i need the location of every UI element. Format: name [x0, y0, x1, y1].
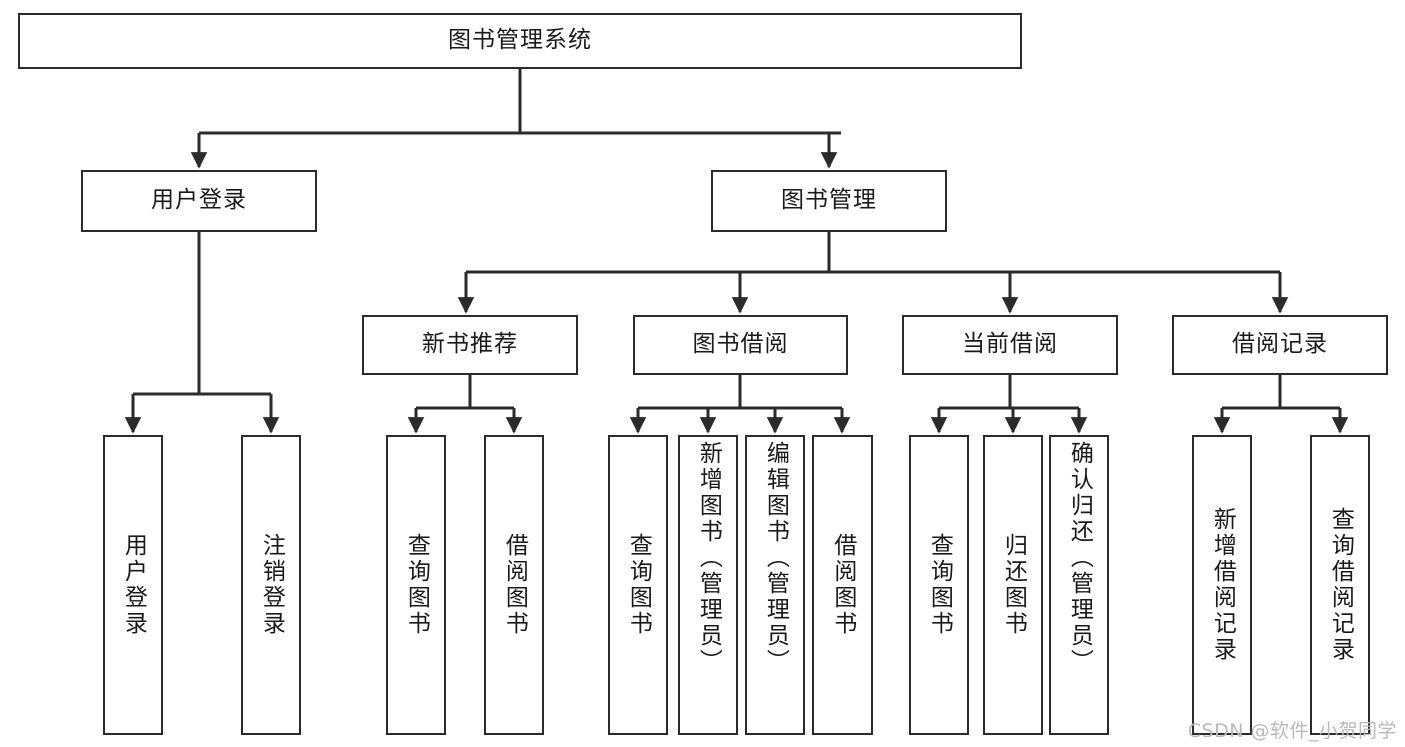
node-book-borrow-label: 图书借阅 — [692, 331, 789, 358]
node-leaf-query-record-label: 查询借阅记录 — [1327, 507, 1354, 663]
node-book-manage[interactable]: 图书管理 — [711, 170, 947, 232]
node-leaf-confirm-return[interactable]: 确认归还（管理员） — [1049, 435, 1109, 735]
node-user-login[interactable]: 用户登录 — [81, 170, 317, 232]
node-leaf-query-book-rec-label: 查询图书 — [403, 533, 430, 637]
node-borrow-record[interactable]: 借阅记录 — [1172, 315, 1388, 375]
node-leaf-borrow-book-label: 借阅图书 — [829, 533, 856, 637]
node-current-borrow-label: 当前借阅 — [962, 331, 1058, 358]
node-leaf-borrow-book-rec[interactable]: 借阅图书 — [484, 435, 544, 735]
node-leaf-query-book-cur[interactable]: 查询图书 — [909, 435, 969, 735]
node-leaf-confirm-return-label: 确认归还（管理员） — [1066, 441, 1093, 675]
node-book-borrow[interactable]: 图书借阅 — [633, 315, 848, 375]
node-leaf-query-book-cur-label: 查询图书 — [926, 533, 953, 637]
node-book-manage-label: 图书管理 — [781, 187, 877, 214]
node-leaf-return-book-label: 归还图书 — [1000, 533, 1027, 637]
node-leaf-query-book-borrow-label: 查询图书 — [625, 533, 652, 637]
node-leaf-return-book[interactable]: 归还图书 — [983, 435, 1043, 735]
node-leaf-edit-book-label: 编辑图书（管理员） — [762, 441, 789, 675]
node-leaf-borrow-book-rec-label: 借阅图书 — [501, 533, 528, 637]
node-leaf-user-login[interactable]: 用户登录 — [103, 435, 163, 735]
node-current-borrow[interactable]: 当前借阅 — [902, 315, 1118, 375]
node-new-book-rec-label: 新书推荐 — [422, 331, 518, 358]
node-new-book-rec[interactable]: 新书推荐 — [362, 315, 578, 375]
node-root-label: 图书管理系统 — [448, 27, 592, 54]
node-leaf-add-record-label: 新增借阅记录 — [1209, 507, 1236, 663]
node-leaf-user-logout-label: 注销登录 — [258, 533, 285, 637]
node-borrow-record-label: 借阅记录 — [1232, 331, 1328, 358]
node-leaf-add-book[interactable]: 新增图书（管理员） — [678, 435, 738, 735]
node-leaf-query-book-rec[interactable]: 查询图书 — [386, 435, 446, 735]
node-leaf-user-logout[interactable]: 注销登录 — [241, 435, 301, 735]
node-user-login-label: 用户登录 — [151, 187, 247, 214]
node-root[interactable]: 图书管理系统 — [18, 13, 1022, 69]
node-leaf-add-record[interactable]: 新增借阅记录 — [1192, 435, 1252, 735]
node-leaf-add-book-label: 新增图书（管理员） — [695, 441, 722, 675]
node-leaf-query-record[interactable]: 查询借阅记录 — [1310, 435, 1370, 735]
node-leaf-borrow-book[interactable]: 借阅图书 — [812, 435, 873, 735]
node-leaf-edit-book[interactable]: 编辑图书（管理员） — [745, 435, 805, 735]
node-leaf-query-book-borrow[interactable]: 查询图书 — [608, 435, 668, 735]
node-leaf-user-login-label: 用户登录 — [120, 533, 147, 637]
